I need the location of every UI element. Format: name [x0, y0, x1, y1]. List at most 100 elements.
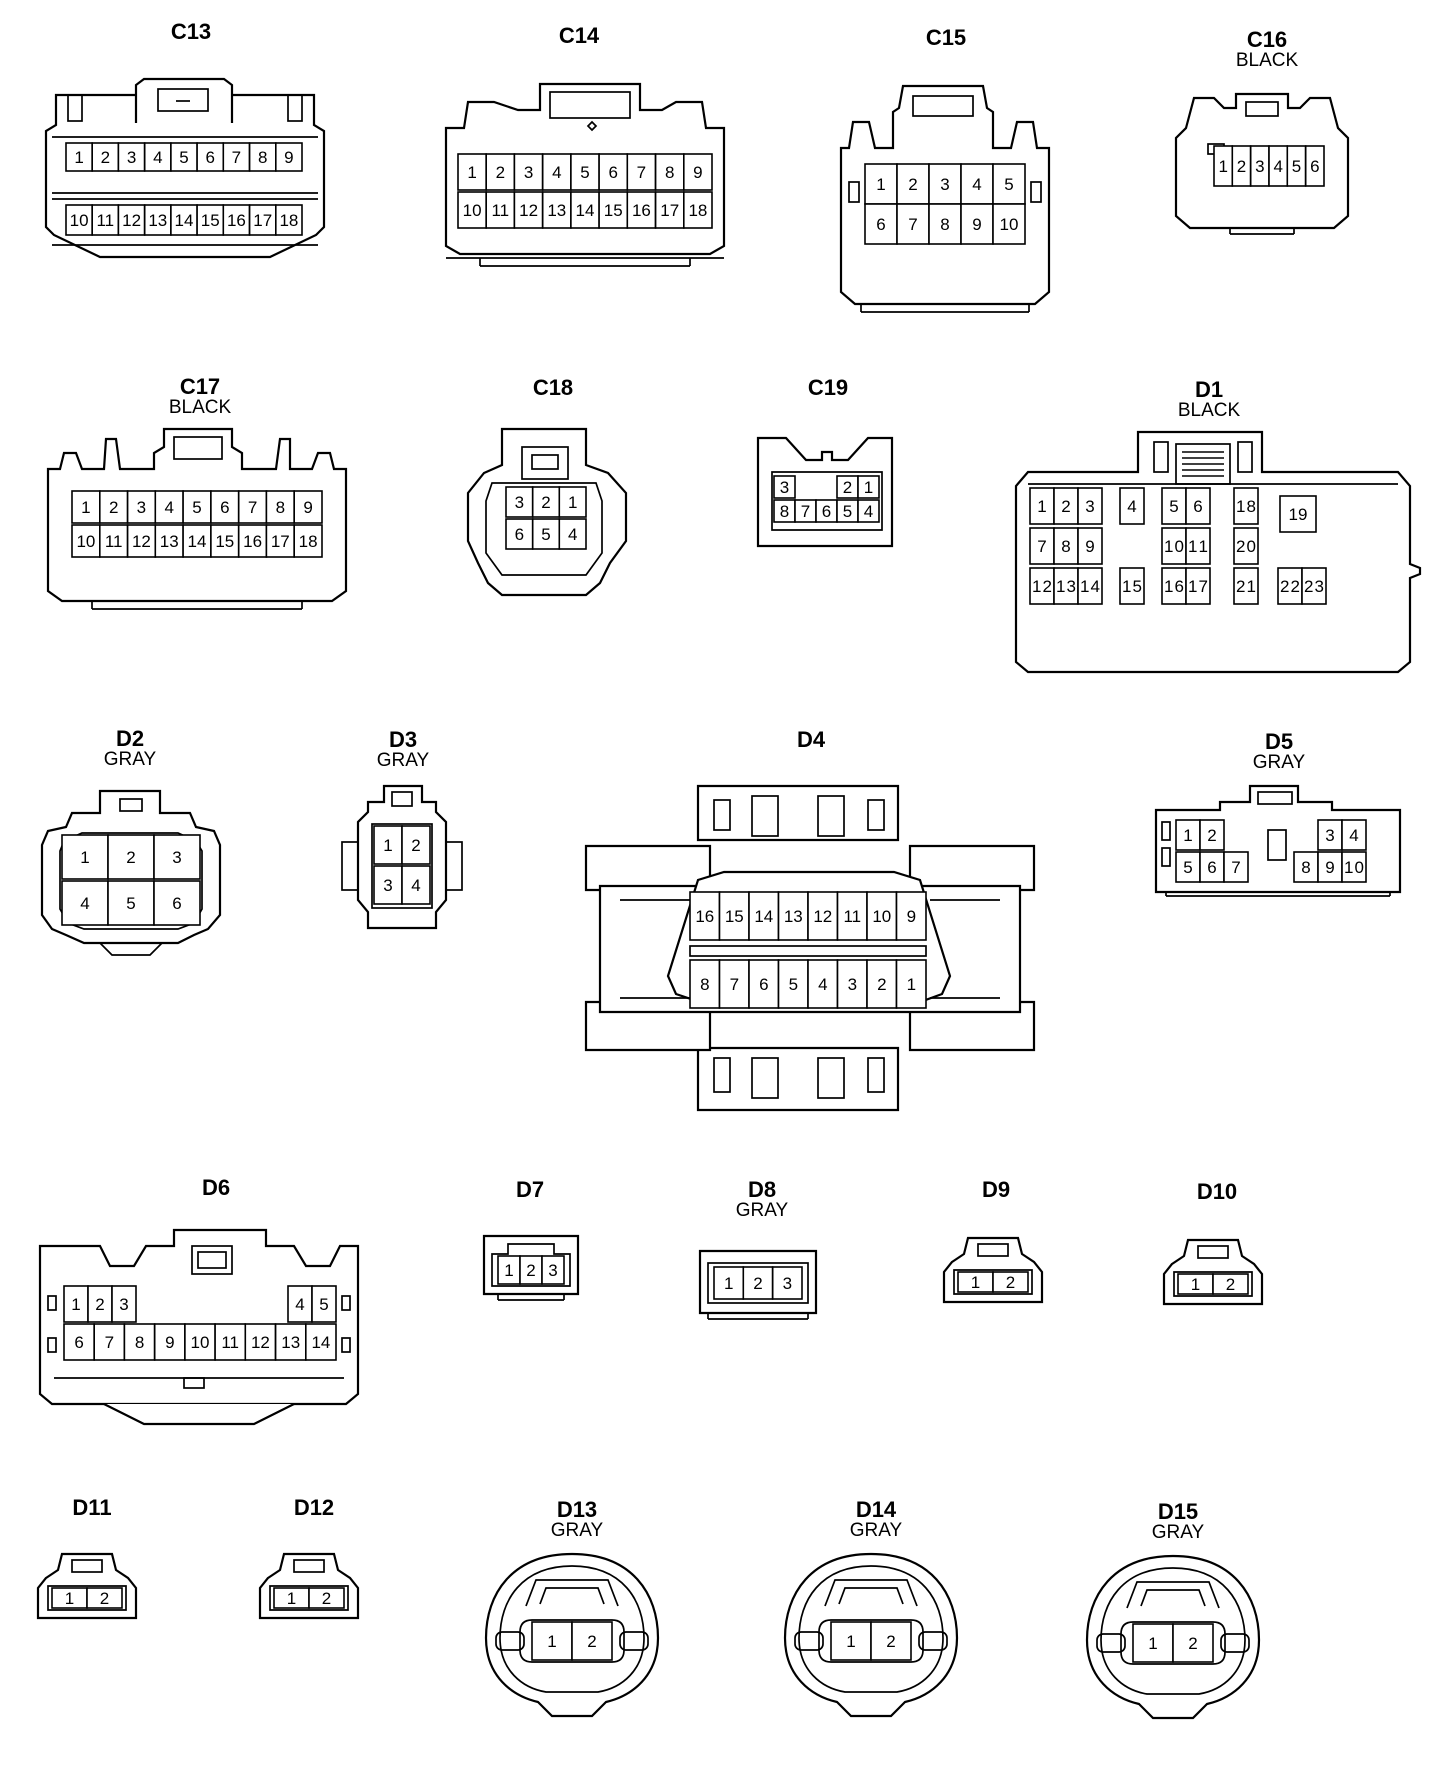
pin-c13-16: 16 — [222, 204, 251, 236]
pin-cavity — [61, 880, 109, 926]
pin-cavity — [626, 153, 657, 191]
pin-d1-11: 11 — [1185, 527, 1211, 565]
pin-c18-3: 3 — [505, 486, 534, 518]
pin-cavity — [1341, 819, 1367, 851]
pin-number: 3 — [1085, 497, 1094, 516]
pin-d5-6: 6 — [1199, 851, 1225, 883]
pin-cavity — [274, 1323, 307, 1361]
pin-cavity — [153, 880, 201, 926]
pin-c14-7: 7 — [626, 153, 657, 191]
pin-d3-2: 2 — [401, 825, 431, 865]
pin-d7-3: 3 — [541, 1255, 565, 1285]
pin-cavity — [896, 203, 930, 245]
pin-number: 4 — [295, 1295, 304, 1314]
pin-cavity — [311, 1285, 337, 1323]
pin-cavity — [836, 891, 868, 941]
pin-cavity — [196, 142, 225, 172]
pin-cavity — [683, 191, 713, 229]
pin-cavity — [1233, 567, 1259, 605]
pin-d14-2: 2 — [870, 1621, 912, 1661]
pin-number: 2 — [1226, 1275, 1235, 1294]
pin-c13-11: 11 — [91, 204, 120, 236]
pin-cavity — [1199, 851, 1225, 883]
pin-d6-12: 12 — [244, 1323, 277, 1361]
pin-d1-23: 23 — [1301, 567, 1327, 605]
pin-cavity — [558, 486, 587, 518]
pin-cavity — [308, 1587, 345, 1609]
pin-number: 17 — [271, 532, 290, 551]
pin-number: 8 — [1301, 858, 1310, 877]
pin-number: 8 — [258, 148, 267, 167]
pin-cavity — [210, 524, 240, 558]
pin-number: 12 — [122, 211, 141, 230]
caption-c18: C18 — [483, 376, 623, 399]
pin-number: 4 — [552, 163, 561, 182]
pin-cavity — [1279, 495, 1317, 533]
pin-c19-1: 1 — [857, 475, 880, 499]
pin-c14-1: 1 — [457, 153, 488, 191]
pin-number: 1 — [846, 1632, 855, 1651]
pin-number: 9 — [693, 163, 702, 182]
pin-cavity — [61, 834, 109, 880]
pin-c18-4: 4 — [558, 518, 587, 550]
pin-cavity — [1175, 851, 1201, 883]
pin-number: 7 — [232, 148, 241, 167]
connector-color: GRAY — [735, 1200, 789, 1222]
pin-d1-8: 8 — [1053, 527, 1079, 565]
pin-cavity — [1132, 1623, 1174, 1663]
pin-d6-9: 9 — [153, 1323, 186, 1361]
pin-c17-9: 9 — [293, 490, 323, 524]
pin-cavity — [184, 1323, 216, 1361]
caption-d4: D4 — [741, 728, 881, 751]
caption-c14: C14 — [509, 24, 649, 47]
pin-number: 1 — [1148, 1634, 1157, 1653]
pin-number: 1 — [74, 148, 83, 167]
pin-number: 2 — [1237, 157, 1246, 176]
connector-name: C13 — [170, 19, 212, 44]
pin-cavity — [1185, 487, 1211, 525]
pin-cavity — [689, 891, 721, 941]
connector-name: D15 — [1157, 1499, 1199, 1524]
pin-cavity — [541, 153, 572, 191]
pin-cavity — [1185, 567, 1211, 605]
pin-number: 16 — [695, 907, 714, 926]
pin-cavity — [857, 475, 880, 499]
pin-d8-1: 1 — [713, 1266, 745, 1300]
pin-number: 2 — [843, 478, 852, 497]
pin-d5-10: 10 — [1341, 851, 1367, 883]
pin-number: 14 — [576, 201, 595, 220]
pin-cavity — [275, 204, 303, 236]
pin-number: 9 — [907, 907, 916, 926]
pin-number: 6 — [759, 975, 768, 994]
pin-number: 22 — [1280, 577, 1300, 596]
pin-cavity — [275, 142, 303, 172]
pin-cavity — [248, 204, 277, 236]
pin-c15-1: 1 — [864, 163, 898, 205]
pin-d3-1: 1 — [373, 825, 403, 865]
pin-number: 15 — [201, 211, 220, 230]
pin-d5-4: 4 — [1341, 819, 1367, 851]
pin-cavity — [777, 891, 809, 941]
pin-number: 2 — [886, 1632, 895, 1651]
pin-d1-4: 4 — [1119, 487, 1145, 525]
pin-cavity — [1317, 851, 1343, 883]
pin-cavity — [683, 153, 713, 191]
pin-c14-2: 2 — [485, 153, 516, 191]
pin-number: 12 — [813, 907, 832, 926]
pin-d6-10: 10 — [184, 1323, 216, 1361]
pin-d4-15: 15 — [718, 891, 750, 941]
pin-number: 13 — [148, 211, 167, 230]
pin-c14-18: 18 — [683, 191, 713, 229]
pin-number: 2 — [109, 498, 118, 517]
pin-cavity — [237, 524, 268, 558]
pin-cavity — [1293, 851, 1319, 883]
pin-number: 1 — [1037, 497, 1046, 516]
